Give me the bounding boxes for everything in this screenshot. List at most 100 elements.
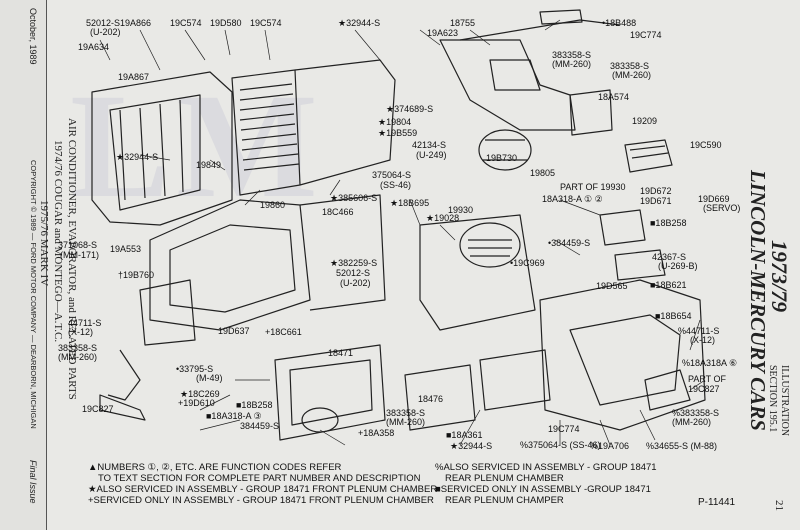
part-label: ■18B654 [655, 311, 692, 321]
part-label: +19D610 [178, 398, 215, 408]
part-label: 19C827 [688, 384, 720, 394]
part-label: (X-12) [690, 335, 716, 345]
part-label: 19D580 [210, 18, 242, 28]
part-label: 18A574 [598, 92, 630, 102]
part-label: 19D565 [596, 281, 628, 291]
part-label: 18476 [418, 394, 444, 404]
note-function-codes-cont: TO TEXT SECTION FOR COMPLETE PART NUMBER… [98, 473, 421, 484]
part-label: 18471 [328, 348, 354, 358]
part-label: (MM-260) [612, 70, 652, 80]
part-label: ■18A318-A ③ [206, 411, 262, 421]
note-also-serviced-front: ★ALSO SERVICED IN ASSEMBLY - GROUP 18471… [88, 484, 438, 495]
part-label: 19860 [260, 200, 286, 210]
part-label: (M-49) [196, 373, 223, 383]
part-label: ★382259-S [330, 258, 378, 268]
part-label: 19A634 [78, 42, 110, 52]
part-label: 52012-S [86, 18, 121, 28]
part-label: 383358-S [386, 408, 426, 418]
part-label: ★18B695 [390, 198, 430, 208]
part-label: •384459-S [548, 238, 591, 248]
part-label: 19C827 [82, 404, 114, 414]
part-label: ★385606-S [330, 193, 378, 203]
grille-plate [624, 139, 673, 173]
servo-motor [599, 209, 646, 246]
part-label: %34655-S (M-88) [646, 441, 718, 451]
part-label: (X-12) [68, 327, 94, 337]
part-label: 19805 [530, 168, 556, 178]
part-label: ★19804 [378, 117, 412, 127]
part-label: 19A867 [118, 72, 150, 82]
part-label: 19D637 [218, 326, 250, 336]
control-module [569, 89, 613, 136]
part-label: (SERVO) [703, 203, 741, 213]
part-label: 42367-S [652, 252, 687, 262]
note-also-serviced-rear-cont: REAR PLENUM CHAMBER [445, 473, 564, 484]
part-label: (MM-260) [672, 417, 712, 427]
part-label: 371068-S [58, 240, 98, 250]
part-label: 19B730 [486, 153, 518, 163]
part-label: %44711-S [678, 326, 720, 336]
part-label: +18C661 [265, 327, 302, 337]
part-label: (U-249) [416, 150, 447, 160]
note-serviced-only-rear-cont: REAR PLENUM CHAMPER [445, 495, 564, 506]
part-label: (MM-260) [58, 352, 98, 362]
part-label: 19C774 [630, 30, 662, 40]
part-label: ★32944-S [450, 441, 493, 451]
part-label: 384459-S [240, 421, 280, 431]
part-label: 383358-S [552, 50, 592, 60]
note-also-serviced-rear: %ALSO SERVICED IN ASSEMBLY - GROUP 18471 [435, 462, 657, 473]
part-label: (U-269-B) [658, 261, 698, 271]
figure-id: P-11441 [698, 497, 736, 508]
part-label: 18755 [450, 18, 476, 28]
part-label: 19849 [196, 160, 222, 170]
top-duct [439, 39, 576, 131]
part-label: •33795-S [176, 364, 214, 374]
part-label: 19C574 [250, 18, 282, 28]
part-label: 44711-S [68, 318, 102, 328]
part-label: 19D672 [640, 186, 672, 196]
part-label: ★18C269 [180, 389, 220, 399]
part-label: ★32944-S [338, 18, 381, 28]
evaporator-case-lower [149, 199, 311, 331]
notes-left: ▲NUMBERS ①, ②, ETC. ARE FUNCTION CODES R… [88, 462, 437, 506]
blower-motor [478, 129, 532, 171]
part-label: •18B488 [602, 18, 637, 28]
evaporator-housing-left [91, 71, 233, 226]
part-label: †19B760 [118, 270, 155, 280]
part-label: 19A553 [110, 244, 142, 254]
part-label: ■18A361 [446, 430, 483, 440]
note-function-codes: ▲NUMBERS ①, ②, ETC. ARE FUNCTION CODES R… [88, 462, 342, 473]
part-label: 19A623 [427, 28, 459, 38]
part-label: (SS-46) [380, 180, 412, 190]
part-label: PART OF 19930 [560, 182, 626, 192]
part-label: 383358-S [610, 61, 650, 71]
part-label: %375064-S (SS-46) [520, 440, 601, 450]
part-label: (MM-260) [386, 417, 426, 427]
part-label: %383358-S [672, 408, 720, 418]
part-label: ★19028 [426, 213, 460, 223]
part-label: %18A318A ⑥ [682, 358, 738, 368]
part-label: (MM-171) [60, 250, 100, 260]
part-label: %19A706 [590, 441, 630, 451]
part-label: 19D671 [640, 196, 672, 206]
part-label: 19209 [632, 116, 658, 126]
part-label: 19A866 [120, 18, 152, 28]
part-label: 19C574 [170, 18, 202, 28]
part-label: 52012-S [336, 268, 371, 278]
note-serviced-only-rear: ■SERVICED ONLY IN ASSEMBLY -GROUP 18471 [435, 484, 651, 495]
part-label: +18A358 [358, 428, 395, 438]
rear-plenum [539, 279, 706, 431]
part-label: ■18B258 [236, 400, 273, 410]
part-label: 19D669 [698, 194, 730, 204]
part-label: (MM-260) [552, 59, 592, 69]
part-label: ★19B559 [378, 128, 418, 138]
part-label: ★374689-S [386, 104, 434, 114]
part-label: ★32944-S [116, 152, 159, 162]
part-label: ■18B621 [650, 280, 687, 290]
evaporator-core [231, 69, 301, 196]
part-label: ■18B258 [650, 218, 687, 228]
part-label: 19930 [448, 205, 474, 215]
part-label: •19C969 [510, 258, 545, 268]
part-label: PART OF [688, 374, 727, 384]
